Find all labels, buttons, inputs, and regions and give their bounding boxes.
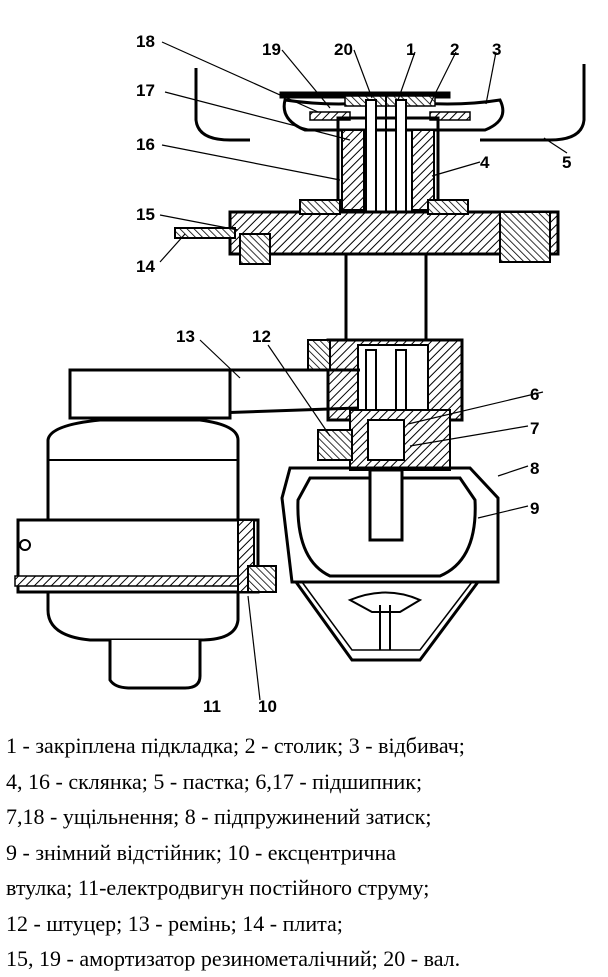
caption-line: 1 - закріплена підкладка; 2 - столик; 3 … <box>6 733 465 758</box>
column <box>307 252 464 451</box>
figure-caption: 1 - закріплена підкладка; 2 - столик; 3 … <box>6 728 606 977</box>
callout-5: 5 <box>562 153 571 172</box>
centrifuge-diagram: 18 19 20 1 2 3 17 16 5 4 15 14 13 12 6 7… <box>14 32 586 716</box>
callout-11: 11 <box>203 697 221 716</box>
caption-line: 7,18 - ущільнення; 8 - підпружинений зат… <box>6 804 432 829</box>
caption-line: втулка; 11-електродвигун постійного стру… <box>6 875 430 900</box>
caption-line: 4, 16 - склянка; 5 - пастка; 6,17 - підш… <box>6 768 423 794</box>
motor <box>14 418 277 690</box>
callout-12: 12 <box>252 327 271 346</box>
callout-10: 10 <box>258 697 277 716</box>
belt <box>68 368 360 420</box>
callout-14: 14 <box>136 257 155 276</box>
table-and-reflector <box>279 91 505 132</box>
callout-4: 4 <box>480 153 490 172</box>
callout-17: 17 <box>136 81 155 100</box>
caption-line: 12 - штуцер; 13 - ремінь; 14 - плита; <box>6 910 343 936</box>
callout-19: 19 <box>262 40 281 59</box>
caption-line: 15, 19 - амортизатор резинометалічний; 2… <box>6 946 461 971</box>
callout-18: 18 <box>136 32 155 51</box>
callout-16: 16 <box>136 135 155 154</box>
callout-3: 3 <box>492 40 501 59</box>
leader-lines <box>159 41 568 701</box>
callout-20: 20 <box>334 40 353 59</box>
settling-vessel <box>280 466 500 662</box>
callout-15: 15 <box>136 205 155 224</box>
caption-line: 9 - знімний відстійник; 10 - ексцентричн… <box>6 839 397 865</box>
callout-7: 7 <box>530 419 539 438</box>
trap-bowl <box>194 64 586 142</box>
callout-9: 9 <box>530 499 539 518</box>
callout-2: 2 <box>450 40 459 59</box>
callout-13: 13 <box>176 327 195 346</box>
callout-6: 6 <box>530 385 539 404</box>
callout-1: 1 <box>406 40 415 59</box>
callout-labels: 18 19 20 1 2 3 17 16 5 4 15 14 13 12 6 7… <box>136 32 571 716</box>
callout-8: 8 <box>530 459 539 478</box>
bearing-block <box>317 409 451 471</box>
